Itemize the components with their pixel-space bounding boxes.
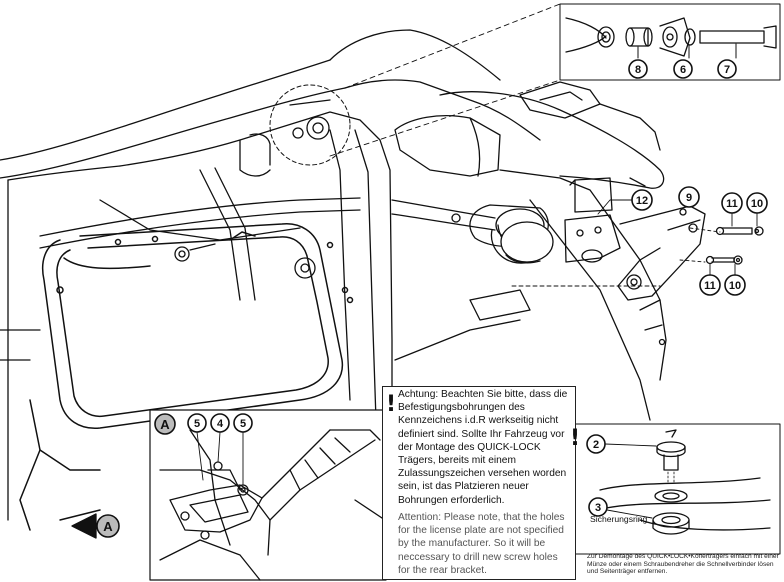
detail-a-label: A [154,413,176,435]
bracket-9 [617,205,764,301]
svg-text:9: 9 [686,192,692,204]
svg-text:2: 2 [593,439,599,451]
svg-text:8: 8 [635,64,641,76]
exclamation-mark-icon: ! [386,392,397,417]
motorcycle-rear-outline [0,29,665,561]
svg-text:5: 5 [240,418,246,430]
svg-text:A: A [103,519,113,534]
callout-2: 2 [586,434,606,454]
svg-text:11: 11 [726,198,738,210]
callout-11-upper: 11 [721,192,743,214]
svg-text:5: 5 [194,418,200,430]
view-marker-a: A [71,513,120,539]
callout-10-upper: 10 [746,192,768,214]
zoom-circle-top [269,3,561,166]
svg-text:3: 3 [595,502,601,514]
svg-text:11: 11 [704,280,716,292]
svg-text:7: 7 [724,64,730,76]
callout-5-right: 5 [233,413,253,433]
callout-8: 8 [628,59,648,79]
callout-12: 12 [631,189,653,211]
callout-10-lower: 10 [724,274,746,296]
attention-note-english: Attention: Please note, that the holes f… [398,512,565,576]
svg-text:4: 4 [217,418,224,430]
svg-text:12: 12 [636,195,648,207]
svg-text:6: 6 [680,64,686,76]
retaining-ring-label: Sicherungsring [590,514,648,524]
callout-5-left: 5 [187,413,207,433]
attention-note-box [382,386,576,580]
callout-6: 6 [673,59,693,79]
callout-4: 4 [210,413,230,433]
svg-text:10: 10 [729,280,741,292]
attention-note-german: Achtung: Beachten Sie bitte, dass die Be… [398,389,568,506]
exclamation-mark-icon: ! [570,426,581,451]
quicklock-caption: Zur Demontage des QUICK•LOCK•Kofferträge… [587,553,779,576]
side-carrier-tube [19,223,354,531]
callout-11-lower: 11 [699,274,721,296]
svg-text:10: 10 [751,198,763,210]
callout-7: 7 [717,59,737,79]
svg-text:A: A [160,417,170,432]
callout-3: 3 [588,497,608,517]
detail-a-inset [149,409,387,581]
callout-9: 9 [678,186,700,208]
detail-box-fasteners [559,3,781,81]
rear-frame [39,167,531,361]
